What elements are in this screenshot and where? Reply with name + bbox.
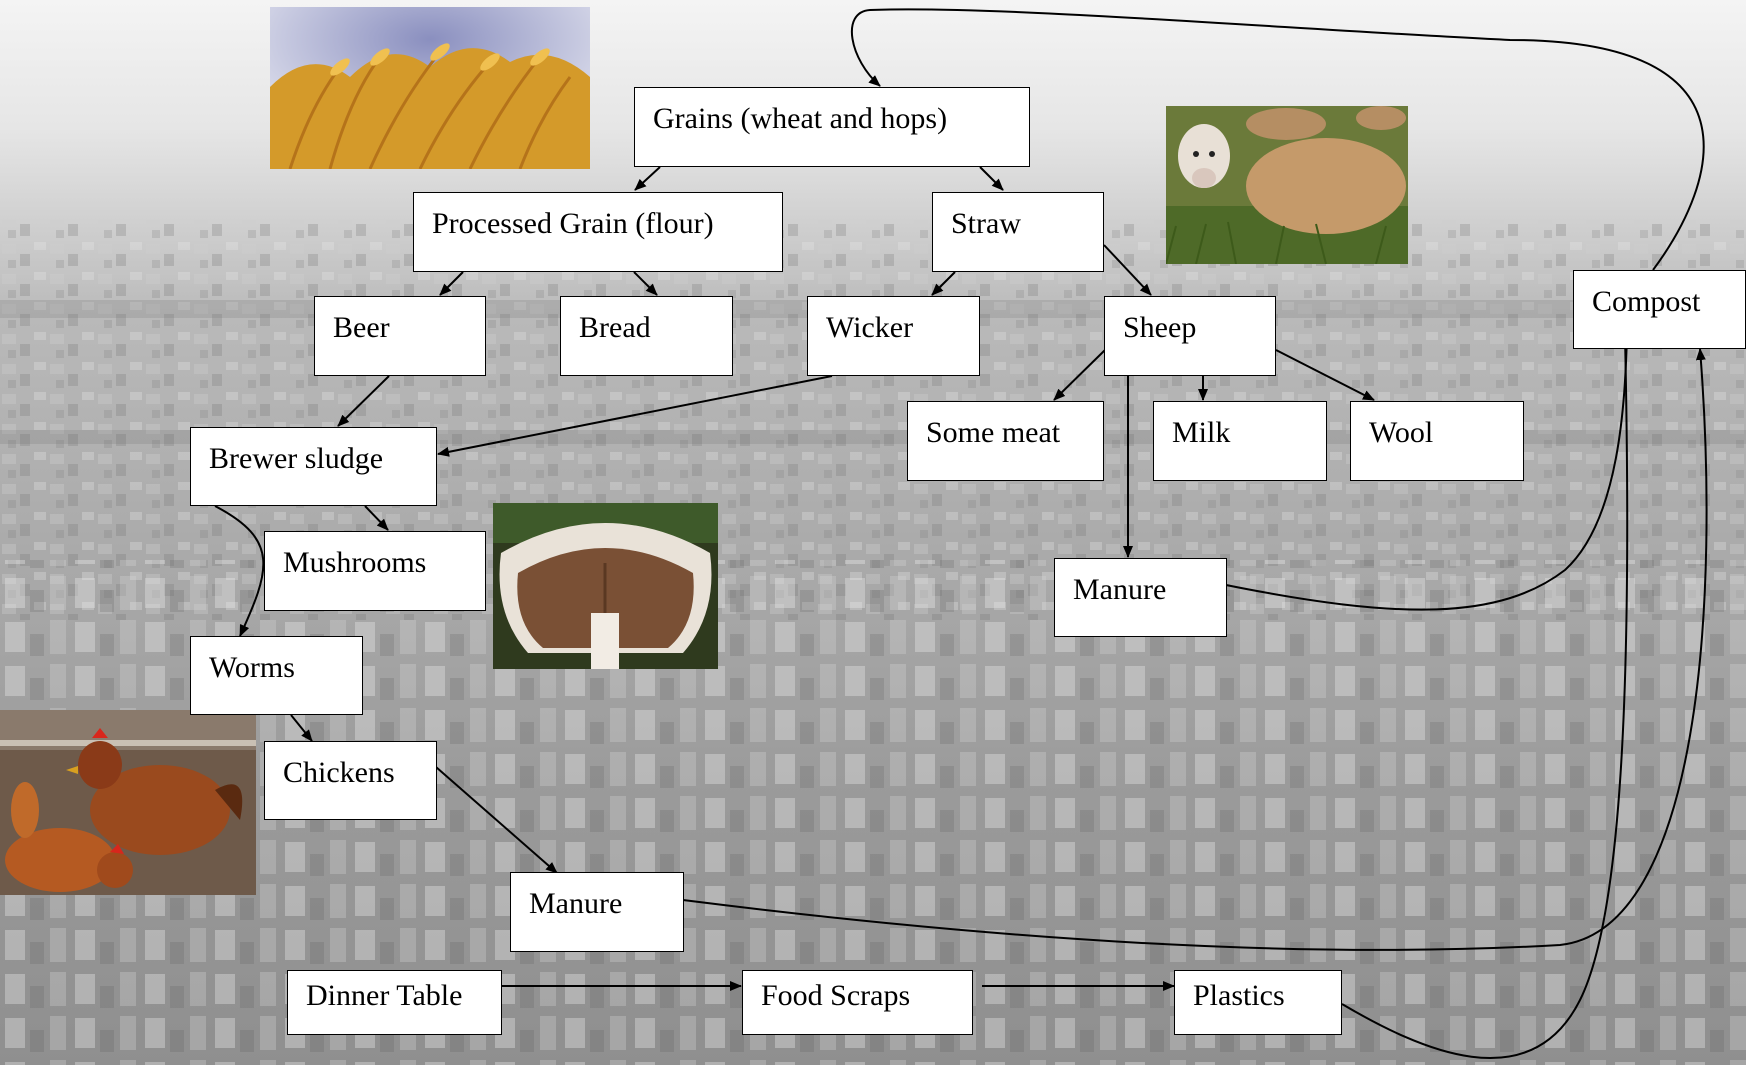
node-wool: Wool [1350,401,1524,481]
node-milk: Milk [1153,401,1327,481]
node-straw: Straw [932,192,1104,272]
node-dinner-table: Dinner Table [287,970,502,1035]
node-grains: Grains (wheat and hops) [634,87,1030,167]
node-bread: Bread [560,296,733,376]
node-sheep: Sheep [1104,296,1276,376]
node-mushrooms: Mushrooms [264,531,486,611]
node-worms: Worms [190,636,363,715]
node-plastics: Plastics [1174,970,1342,1035]
sheep-photo [1166,106,1408,264]
mushroom-photo [493,503,718,669]
node-some-meat: Some meat [907,401,1104,481]
node-wicker: Wicker [807,296,980,376]
node-manure-sheep: Manure [1054,558,1227,637]
node-manure-chickens: Manure [510,872,684,952]
node-processed-grain: Processed Grain (flour) [413,192,783,272]
node-brewer-sludge: Brewer sludge [190,427,437,506]
chickens-photo [0,710,256,895]
node-chickens: Chickens [264,741,437,820]
wheat-photo [270,7,590,169]
node-compost: Compost [1573,270,1746,349]
node-food-scraps: Food Scraps [742,970,973,1035]
node-beer: Beer [314,296,486,376]
